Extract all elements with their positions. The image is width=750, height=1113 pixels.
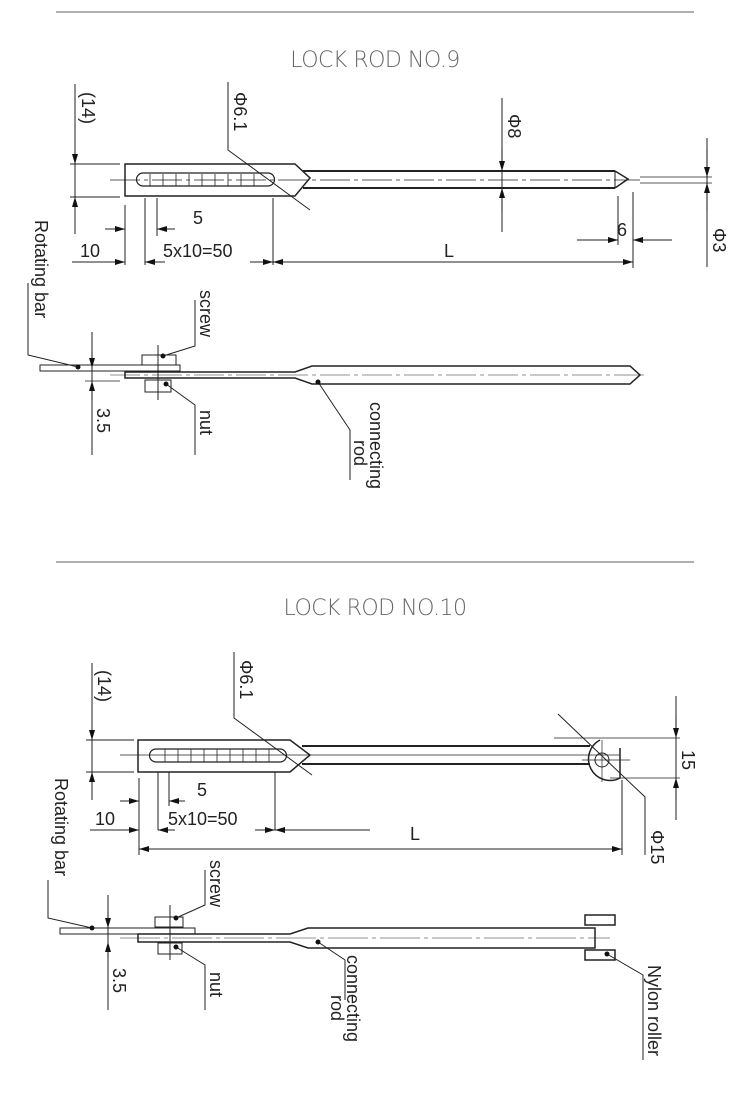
section-title-no9: LOCK ROD NO.9 <box>290 48 460 73</box>
label-screw: screw <box>206 860 226 908</box>
dim-bar-thickness: 3.5 <box>109 968 129 993</box>
label-rotating-bar: Rotating bar <box>51 778 71 876</box>
lock-rod-no10-drawing: (14) Φ6.1 15 Φ15 5 10 5x10=50 L 3.5 Rota… <box>47 652 698 1060</box>
dim-rod-dia: Φ8 <box>504 114 524 138</box>
dim-length: L <box>444 241 454 261</box>
rod-head <box>124 163 312 197</box>
separator-top <box>56 11 694 13</box>
dim-height: (14) <box>94 670 114 702</box>
label-nut: nut <box>206 972 226 997</box>
dim-hole-dia: Φ6.1 <box>236 660 256 699</box>
dim-pitch: 5 <box>197 780 207 800</box>
dim-bar-thickness: 3.5 <box>93 408 113 433</box>
dim-start: 10 <box>80 241 100 261</box>
slot-holes <box>135 172 276 187</box>
label-connecting-rod-1: connecting <box>366 402 386 489</box>
dim-length: L <box>410 824 420 844</box>
dim-hole-dia: Φ6.1 <box>230 92 250 131</box>
label-connecting-rod-2: rod <box>350 440 370 466</box>
lock-rod-no9-drawing: (14) Φ6.1 Φ8 Φ3 6 5 10 5x10=50 L 3.5 Rot… <box>27 82 729 489</box>
separator-middle <box>56 561 694 563</box>
dim-holes: 5x10=50 <box>168 809 238 829</box>
dim-pitch: 5 <box>193 208 203 228</box>
dim-tip-dia: Φ3 <box>709 228 729 252</box>
dim-tip-len: 6 <box>617 220 627 240</box>
section-title-no10: LOCK ROD NO.10 <box>283 596 467 621</box>
label-nylon-roller: Nylon roller <box>644 965 664 1056</box>
dim-height: (14) <box>78 92 98 124</box>
dim-start: 10 <box>95 809 115 829</box>
label-screw: screw <box>196 290 216 338</box>
dim-end-width: 15 <box>678 750 698 770</box>
label-connecting-rod-1: connecting <box>343 955 363 1042</box>
roller-end <box>587 739 621 782</box>
label-rotating-bar: Rotating bar <box>31 220 51 318</box>
dim-end-dia: Φ15 <box>647 830 667 864</box>
label-connecting-rod-2: rod <box>327 995 347 1021</box>
dim-holes: 5x10=50 <box>163 241 233 261</box>
label-nut: nut <box>196 410 216 435</box>
